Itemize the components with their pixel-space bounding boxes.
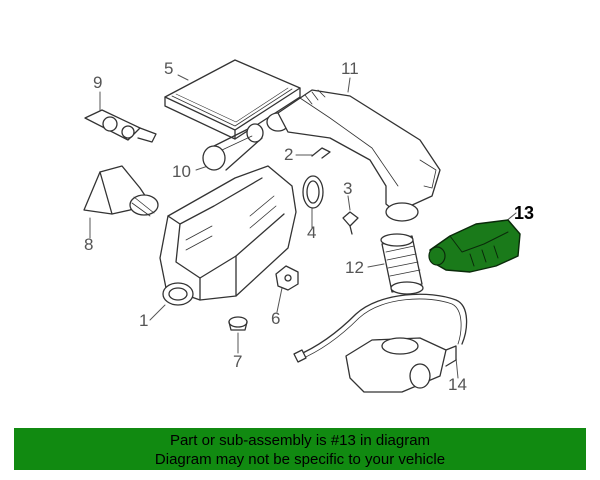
callout-3: 3 bbox=[343, 179, 353, 198]
callout-12: 12 bbox=[345, 258, 364, 277]
banner-line-2: Diagram may not be specific to your vehi… bbox=[154, 451, 446, 468]
callout-13: 13 bbox=[514, 203, 535, 223]
banner-line-1: Part or sub-assembly is #13 in diagram bbox=[169, 432, 431, 449]
callout-4: 4 bbox=[307, 223, 317, 242]
part-8-intake-duct[interactable] bbox=[83, 165, 159, 217]
part-14-lower-duct[interactable] bbox=[293, 293, 468, 393]
callout-9: 9 bbox=[93, 73, 103, 92]
callout-8: 8 bbox=[84, 235, 94, 254]
callout-7: 7 bbox=[233, 352, 243, 371]
callout-1: 1 bbox=[139, 311, 149, 330]
part-10-maf[interactable] bbox=[202, 123, 264, 171]
callout-11: 11 bbox=[341, 59, 359, 78]
part-9-sensor[interactable] bbox=[84, 109, 157, 143]
part-6-bracket[interactable] bbox=[275, 265, 299, 291]
leader-lines bbox=[89, 74, 517, 379]
callout-14: 14 bbox=[448, 375, 467, 394]
callout-10: 10 bbox=[172, 162, 191, 181]
part-12-hose[interactable] bbox=[380, 233, 424, 295]
callout-2: 2 bbox=[284, 145, 294, 164]
callout-6: 6 bbox=[271, 309, 281, 328]
part-11-intake-boot[interactable] bbox=[266, 89, 441, 222]
parts-diagram bbox=[83, 59, 521, 393]
part-5-air-filter[interactable] bbox=[164, 59, 301, 140]
part-13-resonator[interactable] bbox=[428, 219, 521, 273]
part-7-grommet[interactable] bbox=[228, 316, 248, 331]
info-banner: Part or sub-assembly is #13 in diagram D… bbox=[14, 428, 586, 470]
part-1-air-cleaner-housing[interactable] bbox=[159, 165, 297, 306]
callout-5: 5 bbox=[164, 59, 174, 78]
part-2-clip[interactable] bbox=[311, 147, 331, 159]
part-3-bolt[interactable] bbox=[342, 211, 359, 235]
part-4-gasket[interactable] bbox=[302, 175, 324, 209]
